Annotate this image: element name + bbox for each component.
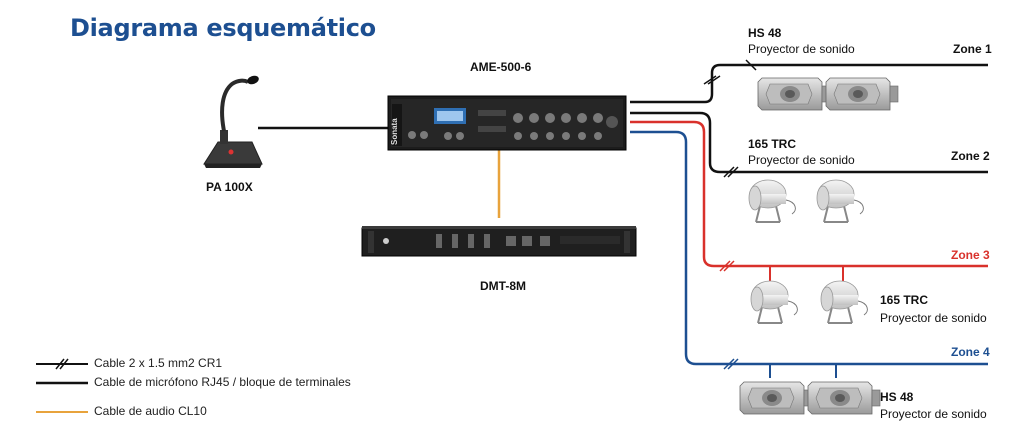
projector-speaker-icon: [816, 179, 865, 223]
zone4-cable: [630, 130, 988, 366]
legend-label-cr1: Cable 2 x 1.5 mm2 CR1: [94, 356, 223, 370]
zone3-desc: Proyector de sonido: [880, 311, 987, 325]
legend-label-rj45: Cable de micrófono RJ45 / bloque de term…: [94, 375, 351, 389]
desk-microphone-icon: [203, 75, 263, 168]
horn-speaker-icon: [825, 77, 899, 111]
projector-speaker-icon: [748, 179, 797, 223]
amplifier-label: AME-500-6: [470, 60, 532, 74]
zone1-desc: Proyector de sonido: [748, 42, 855, 56]
horn-speaker-icon: [807, 381, 881, 415]
zone2-model: 165 TRC: [748, 137, 797, 151]
zone3-model: 165 TRC: [880, 293, 929, 307]
zone2-label: Zone 2: [951, 149, 990, 163]
zone1-cable: [630, 63, 988, 104]
zone4-desc: Proyector de sonido: [880, 407, 987, 421]
zone2-desc: Proyector de sonido: [748, 153, 855, 167]
matrix-label: DMT-8M: [480, 279, 526, 293]
zone1-label: Zone 1: [953, 42, 992, 56]
microphone-label: PA 100X: [206, 180, 253, 194]
zone2-cable: [630, 111, 988, 174]
projector-speaker-icon: [750, 280, 799, 324]
horn-speaker-icon: [739, 381, 813, 415]
zone3-cable: [630, 120, 988, 268]
zone3-label: Zone 3: [951, 248, 990, 262]
legend-label-cl10: Cable de audio CL10: [94, 404, 207, 418]
zone4-model: HS 48: [880, 390, 914, 404]
zone1-model: HS 48: [748, 26, 782, 40]
projector-speaker-icon: [820, 280, 869, 324]
rack-matrix-icon: [361, 226, 637, 257]
horn-speaker-icon: [757, 77, 831, 111]
svg-text:Sonata: Sonata: [390, 118, 399, 145]
rack-amplifier-icon: Sonata: [387, 95, 627, 151]
page-title: Diagrama esquemático: [70, 14, 376, 42]
zone4-label: Zone 4: [951, 345, 990, 359]
